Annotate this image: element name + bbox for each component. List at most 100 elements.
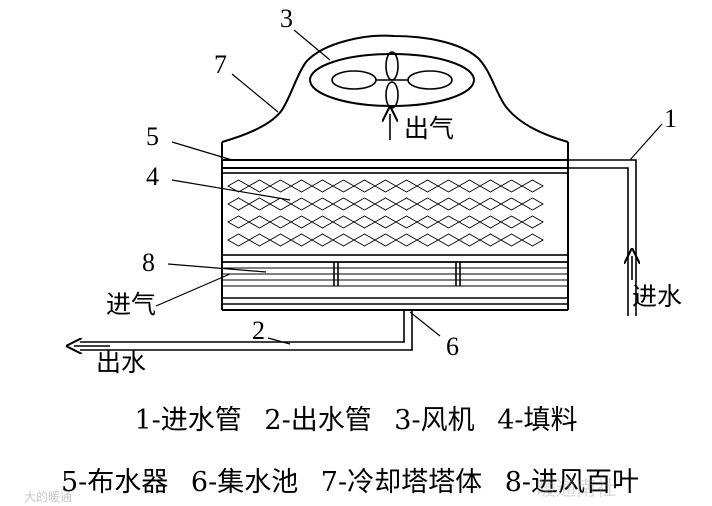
fill-cell [479,179,502,193]
fill-cell [353,197,376,211]
fill-cell [395,215,418,229]
fill-cell [521,215,544,229]
legend-item: 2-出水管 [264,405,372,436]
leader-7 [231,73,279,113]
fill-cell [332,215,355,229]
fill-cell [395,179,418,193]
fill-pattern [227,179,544,247]
fill-cell [311,215,334,229]
label-8: 8 [142,248,155,277]
fill-cell [500,233,523,247]
legend-item: 8-进风百叶 [504,467,640,498]
watermark-left: 大的暖通 [24,490,73,504]
leader-air-in [155,273,231,307]
legend-item: 3-风机 [394,405,475,436]
leader-5 [171,141,233,161]
label-4: 4 [146,162,159,191]
fill-cell [374,197,397,211]
fill-cell [248,197,271,211]
fill-block [221,172,569,256]
legend-item: 4-填料 [497,405,578,436]
fill-cell [269,233,292,247]
fill-cell [374,215,397,229]
legend-item: 7-冷却塔塔体 [320,467,483,498]
fan-blade-top [385,51,399,81]
label-air-out: 出气 [404,114,455,143]
fill-cell [332,233,355,247]
fill-cell [458,179,481,193]
fan [309,51,475,109]
fill-cell [248,233,271,247]
fill-cell [311,233,334,247]
leader-3 [293,29,331,61]
fill-cell [290,233,313,247]
fill-cell [248,179,271,193]
label-6: 6 [446,332,459,361]
fill-cell [416,179,439,193]
fan-blade-right [407,70,453,90]
fill-cell [416,233,439,247]
legend-item: 1-进水管 [134,405,242,436]
fill-cell [437,197,460,211]
fill-cell [416,215,439,229]
louver-lines [222,267,568,287]
fill-cell [395,197,418,211]
fill-cell [269,215,292,229]
leader-6 [409,311,441,337]
fill-cell [227,197,250,211]
leader-8 [167,263,267,273]
fill-cell [500,179,523,193]
fill-cell [458,197,481,211]
fan-blade-bottom [385,81,399,109]
label-1: 1 [664,104,677,133]
label-3: 3 [280,4,293,33]
label-air-in: 进气 [106,290,157,319]
fill-cell [290,197,313,211]
fill-cell [311,179,334,193]
label-water-out: 出水 [96,348,147,377]
legend-row-1: 1-进水管 2-出水管 3-风机 4-填料 [0,398,712,437]
fill-cell [374,233,397,247]
fill-cell [500,215,523,229]
fill-cell [269,179,292,193]
legend-row-2: 5-布水器 6-集水池 7-冷却塔塔体 8-进风百叶 [0,460,706,499]
fill-cell [227,215,250,229]
fill-cell [437,179,460,193]
fill-cell [395,233,418,247]
fill-cell [479,215,502,229]
label-2: 2 [252,316,265,345]
fill-cell [353,179,376,193]
leader-1 [629,123,663,161]
fill-cell [353,215,376,229]
fill-cell [458,233,481,247]
fill-cell [479,197,502,211]
watermark-right: 暖通南社 [536,476,616,500]
fill-cell [458,215,481,229]
fill-cell [290,215,313,229]
leader-4 [171,179,291,201]
fill-cell [521,233,544,247]
fill-cell [521,197,544,211]
fill-cell [437,215,460,229]
fill-cell [290,179,313,193]
fill-cell [311,197,334,211]
outlet-pipe [80,310,413,351]
legend-item: 5-布水器 [60,467,169,498]
label-5: 5 [146,122,159,151]
fill-cell [374,179,397,193]
fill-cell [521,179,544,193]
label-water-in: 进水 [632,282,683,311]
fill-cell [332,197,355,211]
fan-blade-left [331,70,377,90]
fill-cell [437,233,460,247]
fill-cell [479,233,502,247]
legend-item: 6-集水池 [190,467,299,498]
inlet-pipe [568,159,637,316]
fill-cell [416,197,439,211]
label-7: 7 [214,50,227,79]
fill-cell [353,233,376,247]
tower-body-outline [221,34,569,143]
fill-cell [332,179,355,193]
